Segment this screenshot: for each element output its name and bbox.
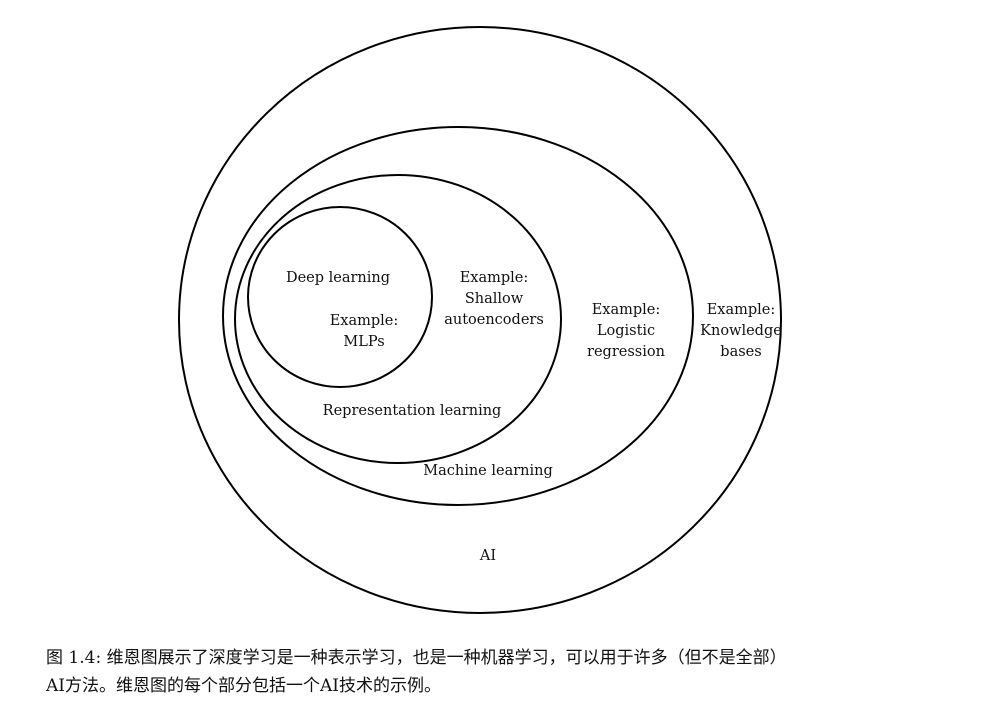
example-text: MLPs	[343, 334, 385, 350]
ai-label: AI	[479, 548, 497, 564]
example-heading: Example:	[459, 270, 529, 286]
deep-learning-label: Deep learning	[285, 270, 391, 286]
example-text: bases	[720, 344, 762, 360]
ai-example: Example: Knowledge bases	[700, 300, 782, 363]
figure-caption: 图 1.4: 维恩图展示了深度学习是一种表示学习，也是一种机器学习，可以用于许多…	[46, 644, 966, 700]
machine-learning-example: Example: Logistic regression	[587, 300, 665, 363]
machine-learning-label: Machine learning	[423, 463, 553, 479]
example-heading: Example:	[591, 302, 661, 318]
example-text: regression	[587, 344, 665, 360]
representation-learning-label: Representation learning	[322, 403, 502, 419]
representation-learning-example: Example: Shallow autoencoders	[444, 268, 544, 331]
example-heading: Example:	[329, 313, 399, 329]
caption-line: AI方法。维恩图的每个部分包括一个AI技术的示例。	[46, 676, 441, 696]
deep-learning-example: Example: MLPs	[330, 311, 399, 353]
representation-learning-set-ellipse	[234, 174, 562, 464]
deep-learning-set-circle	[247, 206, 433, 388]
example-text: Knowledge	[700, 323, 782, 339]
caption-line: 图 1.4: 维恩图展示了深度学习是一种表示学习，也是一种机器学习，可以用于许多…	[46, 648, 787, 668]
example-text: Shallow	[464, 291, 524, 307]
ai-set-circle	[178, 26, 782, 614]
example-text: Logistic	[596, 323, 656, 339]
example-text: autoencoders	[444, 312, 544, 328]
machine-learning-set-ellipse	[222, 126, 694, 506]
example-heading: Example:	[706, 302, 776, 318]
